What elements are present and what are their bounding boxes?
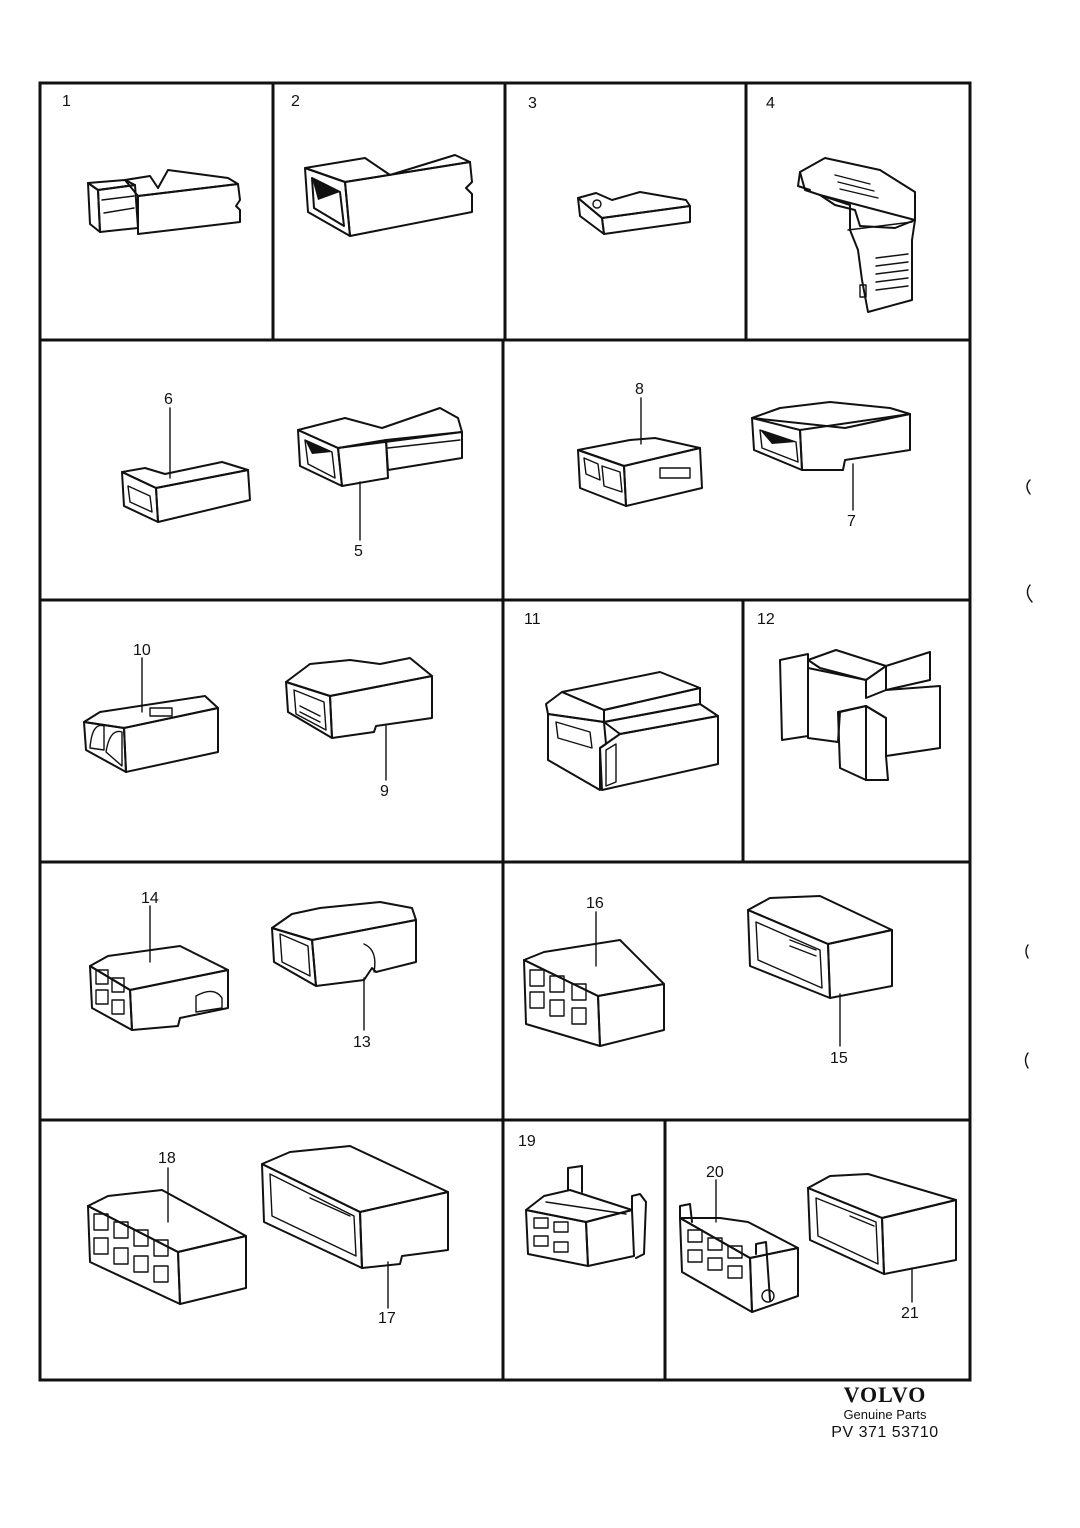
part-10-label: 10 <box>133 642 151 659</box>
footer-subtitle: Genuine Parts <box>843 1407 927 1422</box>
part-13-drawing <box>271 901 417 987</box>
part-1-drawing <box>87 169 241 235</box>
part-18-label: 18 <box>158 1150 176 1167</box>
part-12-drawing <box>779 649 941 781</box>
part-19-label: 19 <box>518 1133 536 1150</box>
volvo-logo: VOLVO <box>843 1382 927 1407</box>
part-5-label: 5 <box>354 543 363 560</box>
grid-frame <box>38 81 972 1382</box>
part-15-label: 15 <box>830 1050 848 1067</box>
part-20-drawing <box>679 1203 799 1313</box>
part-9-drawing <box>285 657 433 739</box>
part-21-drawing <box>807 1173 957 1275</box>
part-13-label: 13 <box>353 1034 371 1051</box>
part-3-drawing <box>577 191 691 235</box>
part-5-drawing <box>297 407 463 487</box>
part-1-label: 1 <box>62 93 71 110</box>
part-12-label: 12 <box>757 611 775 628</box>
part-16-drawing <box>523 939 665 1047</box>
part-4-drawing <box>797 157 916 313</box>
part-14-drawing <box>89 945 229 1031</box>
part-11-label: 11 <box>524 611 541 628</box>
part-18-drawing <box>87 1189 247 1305</box>
footer-reference: PV 371 53710 <box>831 1424 939 1441</box>
part-10-drawing <box>83 695 219 773</box>
part-7-drawing <box>751 401 911 471</box>
part-9-label: 9 <box>380 783 389 800</box>
part-2-label: 2 <box>291 93 300 110</box>
part-19-drawing <box>525 1165 647 1267</box>
part-16-label: 16 <box>586 895 604 912</box>
part-8-label: 8 <box>635 381 644 398</box>
part-17-label: 17 <box>378 1310 396 1327</box>
part-11-drawing <box>545 671 719 791</box>
part-8-drawing <box>577 437 703 507</box>
footer: VOLVO Genuine Parts PV 371 53710 <box>800 1382 970 1442</box>
part-14-label: 14 <box>141 890 159 907</box>
part-7-label: 7 <box>847 513 856 530</box>
part-21-label: 21 <box>901 1305 919 1322</box>
part-6-label: 6 <box>164 391 173 408</box>
part-6-drawing <box>121 461 251 523</box>
part-3-label: 3 <box>528 95 537 112</box>
part-17-drawing <box>261 1145 449 1269</box>
part-15-drawing <box>747 895 893 999</box>
part-2-drawing <box>304 154 473 237</box>
part-20-label: 20 <box>706 1164 724 1181</box>
part-4-label: 4 <box>766 95 775 112</box>
scan-marks <box>1024 479 1033 1069</box>
